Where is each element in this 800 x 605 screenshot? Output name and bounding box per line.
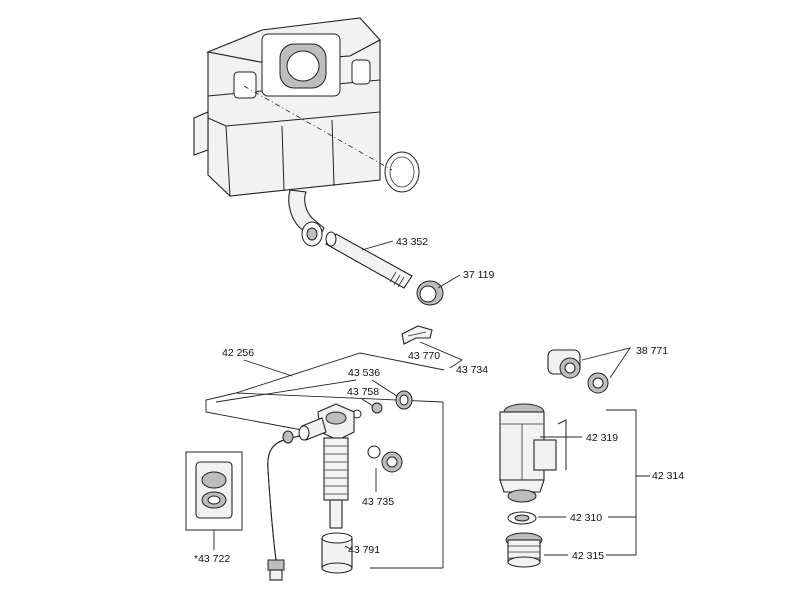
o-ring-part[interactable] [367, 445, 381, 459]
label-43722: *43 722 [194, 553, 230, 565]
label-43735: 43 735 [362, 496, 394, 508]
pipe-coupling[interactable] [416, 280, 444, 306]
flush-valve[interactable] [499, 403, 567, 493]
label-43352: 43 352 [396, 236, 428, 248]
label-43791: 43 791 [348, 544, 380, 556]
label-38771: 38 771 [636, 345, 668, 357]
cistern-tank[interactable] [193, 17, 393, 247]
label-42310: 42 310 [570, 512, 602, 524]
label-43536: 43 536 [348, 367, 380, 379]
strainer-part[interactable] [395, 390, 413, 410]
clip-part[interactable] [401, 325, 433, 345]
label-43734: 43 734 [456, 364, 488, 376]
valve-part[interactable] [547, 349, 609, 394]
label-43770: 43 770 [408, 350, 440, 362]
filter-part[interactable] [381, 451, 403, 473]
spare-kit-box[interactable] [185, 451, 243, 531]
label-42315: 42 315 [572, 550, 604, 562]
flush-valve-seal[interactable] [507, 511, 537, 525]
label-37119: 37 119 [463, 269, 494, 281]
flush-valve-base[interactable] [507, 489, 537, 503]
supply-hose[interactable] [267, 430, 301, 581]
flush-pipe[interactable] [325, 231, 413, 289]
fill-valve[interactable] [298, 403, 355, 574]
small-nut-part[interactable] [371, 402, 383, 414]
label-42319: 42 319 [586, 432, 618, 444]
label-42256: 42 256 [222, 347, 254, 359]
label-43758: 43 758 [347, 386, 379, 398]
flush-valve-outlet[interactable] [505, 532, 543, 568]
seal-ring[interactable] [384, 151, 420, 193]
label-42314: 42 314 [652, 470, 684, 482]
